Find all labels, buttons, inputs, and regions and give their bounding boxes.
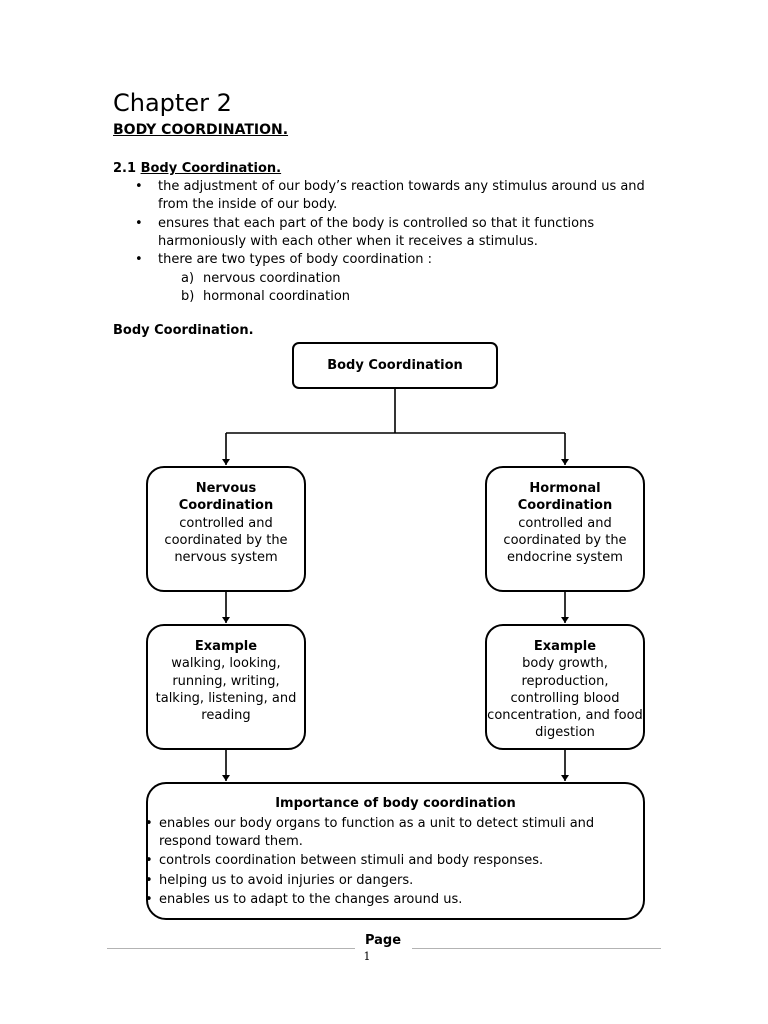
box-text-line: controlled and	[179, 515, 273, 531]
box-title-line: Hormonal	[529, 481, 601, 496]
footer-page-label: Page	[364, 933, 402, 948]
coordination-types-list: a) nervous coordination b) hormonal coordi…	[181, 270, 350, 306]
list-text: hormonal coordination	[203, 289, 351, 304]
box-title-line: Coordination	[517, 498, 613, 514]
bullet-icon: •	[145, 872, 153, 888]
diagram-label: Body Coordination.	[113, 323, 254, 338]
chapter-title: Chapter 2	[113, 89, 232, 117]
section-bullet-list: • the adjustment of our body’s reaction t…	[135, 178, 655, 269]
bullet-icon: •	[135, 215, 143, 231]
bullet-icon: •	[145, 892, 153, 907]
box-text-line: concentration, and food	[487, 708, 643, 724]
list-item: • there are two types of body coordinatio…	[135, 251, 655, 269]
box-text-line: controlling blood	[510, 690, 620, 706]
bullet-icon: •	[145, 816, 153, 831]
box-text-line: body growth,	[522, 656, 608, 672]
importance-list: • enables our body organs to function as …	[145, 815, 637, 909]
hormonal-example-box: Example body growth, reproduction, contr…	[485, 624, 645, 750]
nervous-example-box: Example walking, looking, running, writi…	[146, 624, 306, 750]
box-text-line: coordinated by the	[503, 532, 627, 548]
section-number: 2.1	[113, 161, 137, 176]
box-text-line: reproduction,	[521, 673, 609, 689]
box-text-line: talking, listening, and	[155, 690, 297, 706]
box-text-line: endocrine system	[507, 550, 623, 566]
list-item: • the adjustment of our body’s reaction t…	[135, 178, 655, 215]
footer-rule-left	[107, 948, 355, 949]
list-text: nervous coordination	[203, 271, 341, 286]
box-title: Example	[194, 639, 258, 654]
bullet-icon: •	[145, 853, 153, 868]
box-text-line: controlled and	[518, 515, 612, 531]
list-marker: a)	[181, 271, 195, 286]
box-title-line: Coordination	[178, 498, 274, 514]
bullet-icon: •	[135, 179, 143, 194]
body-coordination-box: Body Coordination	[292, 342, 498, 389]
bullet-icon: •	[135, 252, 143, 268]
nervous-coordination-box: Nervous Coordination controlled and coor…	[146, 466, 306, 592]
section-heading: 2.1 Body Coordination.	[113, 160, 281, 178]
box-text-line: digestion	[535, 725, 595, 741]
bullet-text: the adjustment of our body’s reaction to…	[158, 179, 645, 213]
footer-rule-right	[412, 948, 661, 949]
box-text-line: walking, looking,	[171, 656, 281, 672]
bullet-text: ensures that each part of the body is co…	[158, 215, 595, 249]
box-title: Body Coordination	[327, 357, 463, 373]
box-text-line: nervous system	[174, 550, 278, 566]
footer-page-number: 1	[363, 950, 371, 963]
box-text-line: running, writing,	[172, 673, 280, 689]
list-marker: b)	[181, 289, 195, 304]
list-item: • ensures that each part of the body is c…	[135, 215, 655, 252]
box-title: Example	[533, 639, 597, 654]
list-item: b) hormonal coordination	[181, 288, 350, 306]
list-text: helping us to avoid injuries or dangers.	[159, 872, 414, 888]
box-text-line: coordinated by the	[164, 532, 288, 548]
list-item: • controls coordination between stimuli a…	[145, 852, 637, 870]
box-title: Importance of body coordination	[275, 796, 516, 811]
list-item: • helping us to avoid injuries or dangers…	[145, 872, 637, 890]
list-text: enables our body organs to function as a…	[159, 816, 595, 849]
list-text: controls coordination between stimuli an…	[159, 853, 544, 868]
importance-box: Importance of body coordination • enables…	[145, 782, 645, 920]
list-item: a) nervous coordination	[181, 270, 350, 288]
bullet-text: there are two types of body coordination…	[158, 252, 433, 268]
box-title-line: Nervous	[195, 481, 257, 496]
section-title: Body Coordination.	[140, 161, 282, 176]
box-text-line: reading	[201, 708, 251, 724]
chapter-subtitle: BODY COORDINATION.	[113, 122, 289, 138]
list-item: • enables us to adapt to the changes arou…	[145, 891, 637, 909]
list-text: enables us to adapt to the changes aroun…	[159, 892, 463, 907]
hormonal-coordination-box: Hormonal Coordination controlled and coo…	[485, 466, 645, 592]
list-item: • enables our body organs to function as …	[145, 815, 637, 850]
